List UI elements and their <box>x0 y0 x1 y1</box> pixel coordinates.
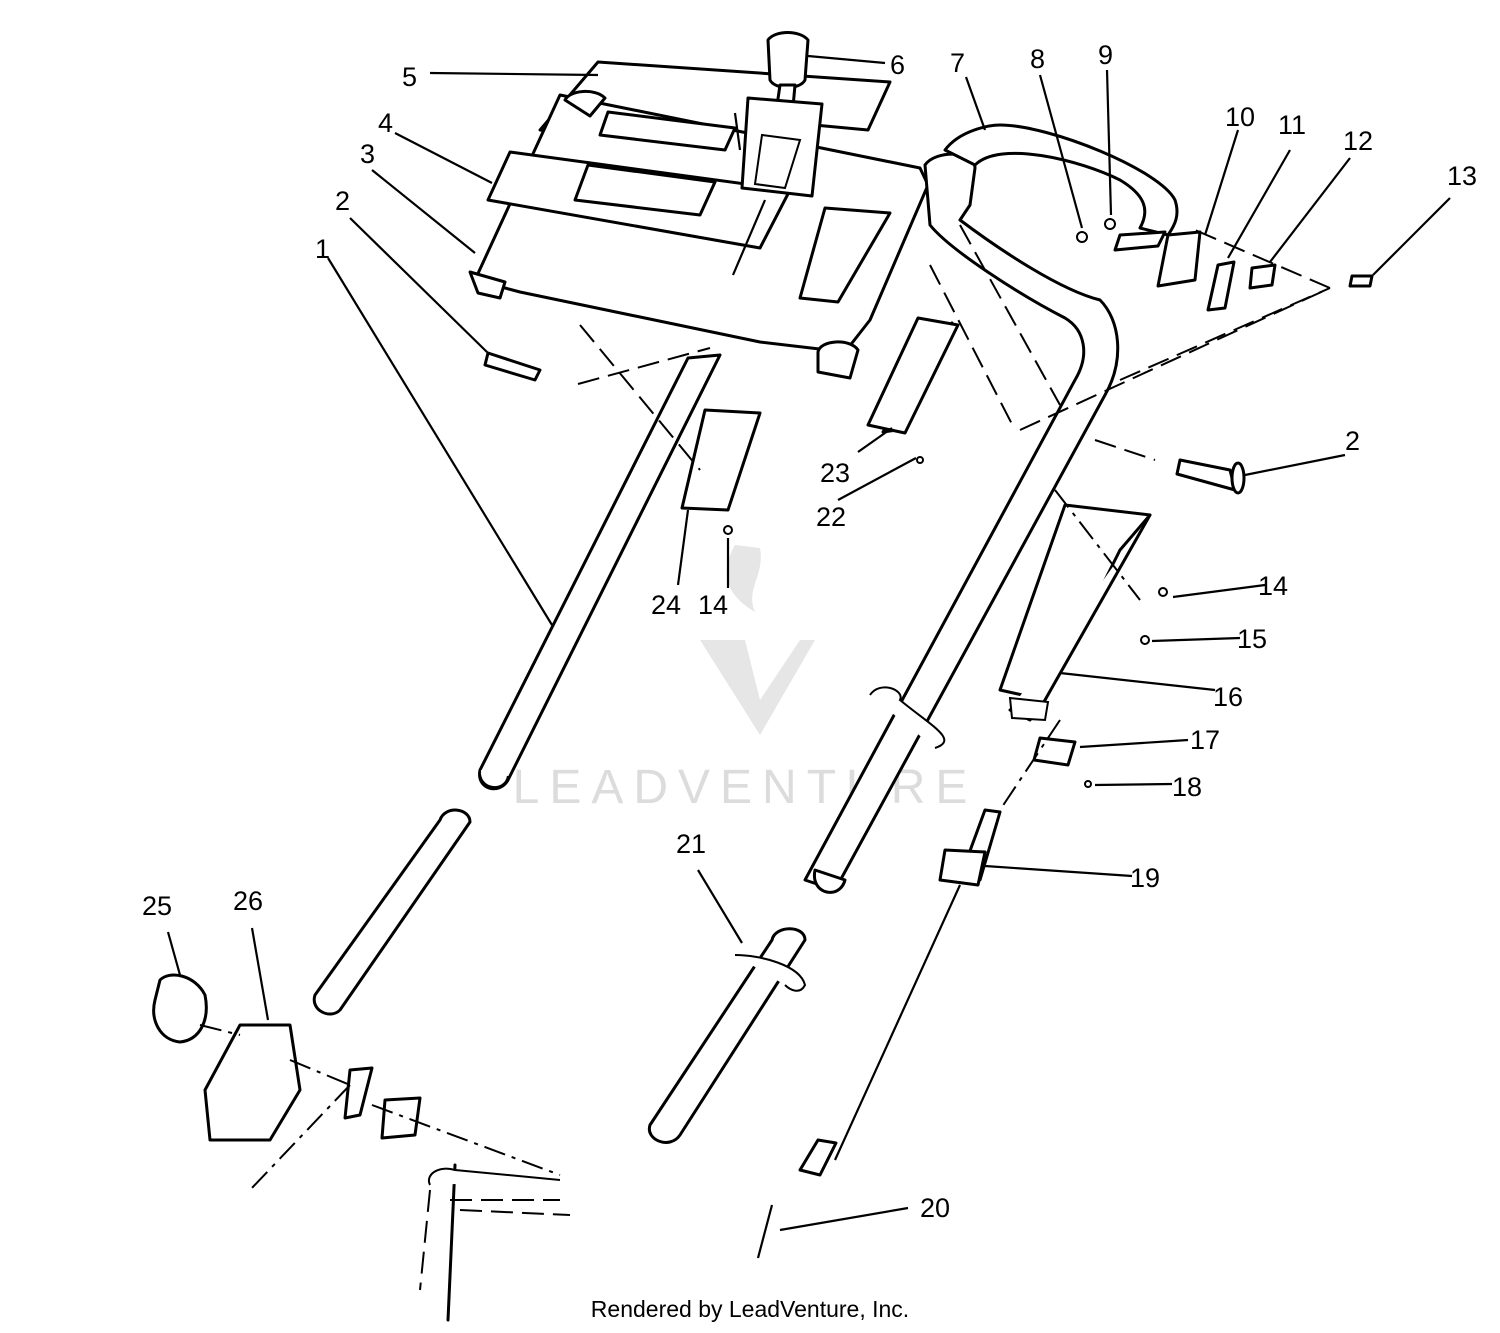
callout-7: 7 <box>950 48 965 78</box>
callout-12: 12 <box>1343 126 1373 156</box>
callout-6: 6 <box>890 50 905 80</box>
watermark-text: LEADVENTURE <box>513 761 978 814</box>
hair-clips <box>734 686 946 992</box>
callout-4: 4 <box>378 108 393 138</box>
leader-lines <box>166 54 1451 1232</box>
callout-2: 2 <box>1345 426 1360 456</box>
callout-13: 13 <box>1447 161 1477 191</box>
control-panel <box>468 60 930 380</box>
callout-25: 25 <box>142 891 172 921</box>
callout-19: 19 <box>1130 863 1160 893</box>
fasteners <box>483 218 1374 645</box>
callout-24: 24 <box>651 590 681 620</box>
handle-brackets <box>680 316 960 512</box>
callout-22: 22 <box>816 502 846 532</box>
callout-14: 14 <box>1258 571 1288 601</box>
left-handle-tube <box>478 353 722 791</box>
callout-1: 1 <box>315 234 330 264</box>
callout-3: 3 <box>360 139 375 169</box>
callout-26: 26 <box>233 886 263 916</box>
control-cable <box>756 736 1092 1259</box>
callout-11: 11 <box>1278 110 1306 140</box>
callout-5: 5 <box>402 62 417 92</box>
callout-17: 17 <box>1190 725 1220 755</box>
lower-tubes <box>312 808 807 1144</box>
callout-9: 9 <box>1098 40 1113 70</box>
callout-14: 14 <box>698 590 728 620</box>
callout-labels: 1 2 2 3 4 5 6 7 8 9 10 11 12 13 14 14 15… <box>142 40 1477 1223</box>
callout-23: 23 <box>820 458 850 488</box>
callout-15: 15 <box>1237 624 1267 654</box>
footer-credit: Rendered by LeadVenture, Inc. <box>590 1296 910 1322</box>
callout-8: 8 <box>1030 44 1045 74</box>
callout-21: 21 <box>676 829 706 859</box>
lower-bracket-knob <box>152 973 561 1322</box>
callout-16: 16 <box>1213 682 1243 712</box>
callout-20: 20 <box>920 1193 950 1223</box>
callout-10: 10 <box>1225 102 1255 132</box>
callout-2: 2 <box>335 186 350 216</box>
callout-18: 18 <box>1172 772 1202 802</box>
shift-lever <box>731 31 824 276</box>
assembly-lines <box>199 224 1333 1291</box>
